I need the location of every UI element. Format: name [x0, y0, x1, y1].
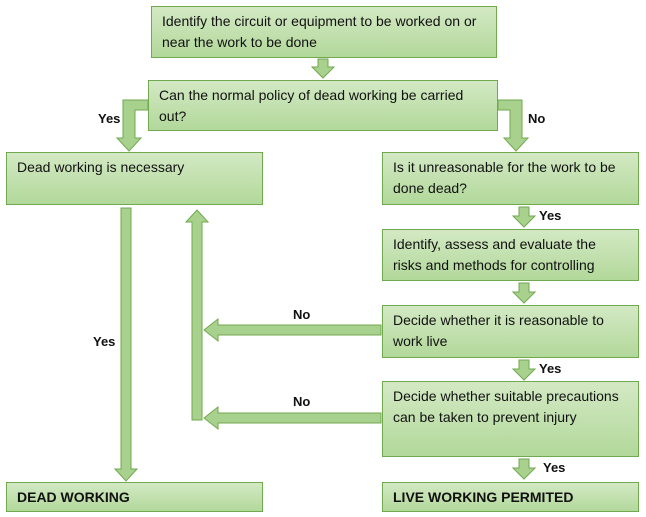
yes-label-reasonable: Yes	[539, 361, 562, 376]
no-label-precautions: No	[293, 394, 311, 409]
arrow-up-to-dead-necessary	[184, 209, 210, 421]
arrow-unreasonable-to-assess	[511, 206, 537, 228]
arrow-dead-necessary-to-dead-working	[113, 207, 139, 482]
arrow-policy-to-unreasonable	[497, 99, 530, 152]
normal-policy-box: Can the normal policy of dead working be…	[148, 80, 498, 131]
yes-label-dead-necessary: Yes	[93, 334, 116, 349]
arrow-reasonable-to-precautions	[511, 359, 537, 381]
arrow-precautions-to-live	[511, 458, 537, 480]
unreasonable-dead-box: Is it unreasonable for the work to be do…	[382, 152, 639, 205]
dead-working-box: DEAD WORKING	[6, 482, 263, 512]
yes-label-unreasonable: Yes	[539, 208, 562, 223]
identify-circuit-box: Identify the circuit or equipment to be …	[151, 6, 497, 58]
arrow-identify-to-policy	[310, 58, 336, 79]
yes-label-precautions: Yes	[543, 460, 566, 475]
suitable-precautions-box: Decide whether suitable precautions can …	[382, 381, 639, 457]
no-label-policy: No	[528, 111, 546, 126]
arrow-assess-to-reasonable	[511, 282, 537, 304]
no-label-reasonable: No	[293, 307, 311, 322]
arrow-precautions-no-left	[203, 405, 382, 431]
dead-working-necessary-box: Dead working is necessary	[6, 152, 263, 205]
reasonable-live-box: Decide whether it is reasonable to work …	[382, 305, 639, 358]
assess-risks-box: Identify, assess and evaluate the risks …	[382, 229, 639, 281]
arrow-policy-to-dead-necessary	[115, 99, 149, 152]
live-working-permitted-box: LIVE WORKING PERMITED	[382, 482, 639, 512]
arrow-reasonable-no-left	[203, 317, 382, 343]
yes-label-policy: Yes	[98, 111, 121, 126]
